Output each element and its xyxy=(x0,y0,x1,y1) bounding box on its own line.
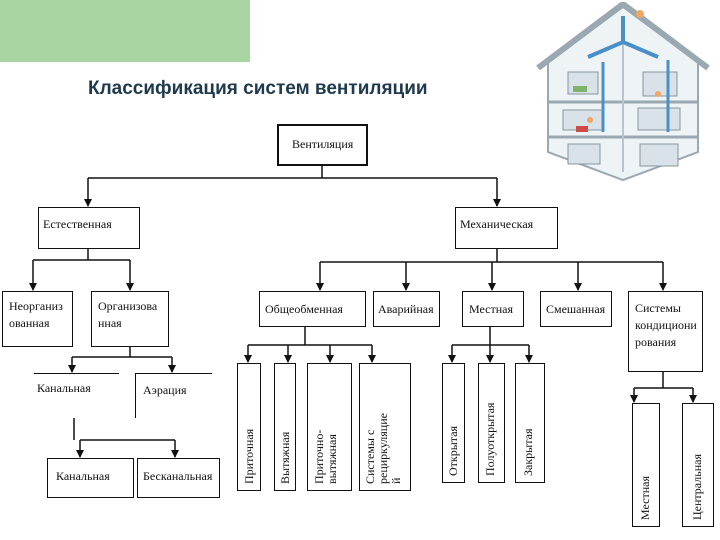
node-supply xyxy=(237,363,261,491)
node-closed xyxy=(515,363,545,483)
node-supply-label: Приточная xyxy=(242,428,256,484)
house-ventilation-illustration xyxy=(536,2,710,182)
node-ductless-label: Бесканальная xyxy=(143,469,213,483)
header-accent-block xyxy=(0,0,250,62)
node-ac-local xyxy=(632,403,660,527)
node-closed-label: Закрытая xyxy=(521,428,535,476)
node-recirculation xyxy=(359,363,411,491)
node-aeration: Аэрация xyxy=(135,373,212,418)
node-open-label: Открытая xyxy=(446,425,460,476)
node-supply-exhaust xyxy=(307,363,352,491)
node-ac-local-label: Местная xyxy=(638,476,652,520)
node-ventilation: Вентиляция xyxy=(277,124,368,166)
node-local-label: Местная xyxy=(469,302,513,316)
node-recirculation-label: Системы с рециркуляцие й xyxy=(363,413,403,484)
node-natural: Естественная xyxy=(38,207,140,249)
node-general-exchange: Общеобменная xyxy=(259,291,366,327)
node-unorganized-label: Неорганиз ованная xyxy=(9,299,63,330)
node-exhaust xyxy=(274,363,296,491)
node-local: Местная xyxy=(462,291,524,327)
node-ducted-label: Канальная xyxy=(56,469,110,483)
node-ductless: Бесканальная xyxy=(137,458,220,498)
node-emergency: Аварийная xyxy=(373,291,440,327)
node-ventilation-label: Вентиляция xyxy=(292,137,354,151)
node-mixed-label: Смешанная xyxy=(546,302,606,316)
slide-title: Классификация систем вентиляции xyxy=(88,78,428,99)
node-channel-top-line xyxy=(34,373,119,374)
title-band xyxy=(62,62,532,116)
node-channel-label: Канальная xyxy=(37,381,91,395)
node-general-exchange-label: Общеобменная xyxy=(265,302,343,316)
node-ac-central xyxy=(682,403,714,527)
node-emergency-label: Аварийная xyxy=(378,302,434,316)
node-exhaust-label: Вытяжная xyxy=(278,431,292,484)
node-unorganized: Неорганиз ованная xyxy=(2,291,73,347)
node-mechanical: Механическая xyxy=(455,207,558,249)
node-semi-open xyxy=(478,363,505,483)
node-supply-exhaust-label: Приточно- вытяжная xyxy=(312,429,339,484)
node-aeration-label: Аэрация xyxy=(143,383,187,397)
node-organized: Организова нная xyxy=(91,291,169,347)
node-semi-open-label: Полуоткрытая xyxy=(483,402,497,476)
node-open xyxy=(442,363,465,483)
node-air-conditioning-label: Системы кондициони рования xyxy=(635,301,697,349)
node-mixed: Смешанная xyxy=(540,291,612,327)
node-ducted: Канальная xyxy=(47,458,134,498)
node-organized-label: Организова нная xyxy=(98,299,158,330)
node-ac-central-label: Центральная xyxy=(690,454,704,520)
node-natural-label: Естественная xyxy=(43,217,112,231)
node-air-conditioning: Системы кондициони рования xyxy=(628,291,703,372)
node-mechanical-label: Механическая xyxy=(460,217,534,231)
